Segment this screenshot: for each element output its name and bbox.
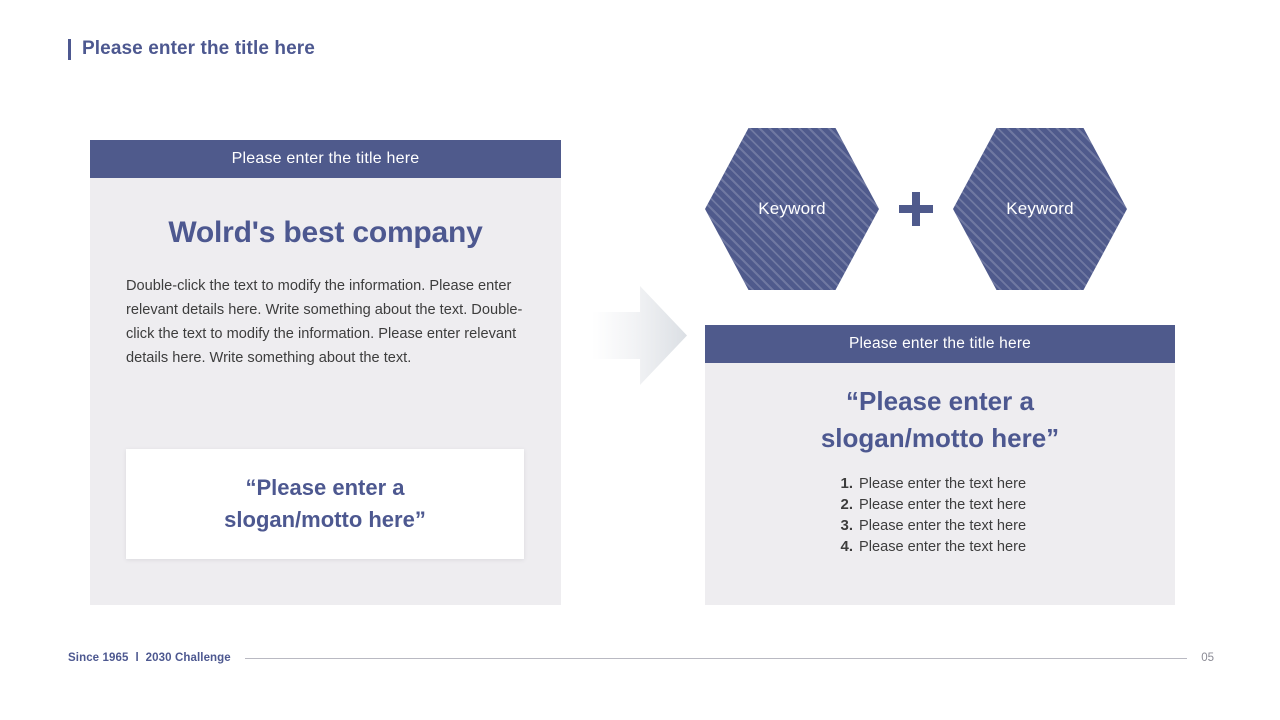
arrow-right-icon (592, 284, 688, 387)
left-panel-body-text: Double-click the text to modify the info… (126, 278, 523, 366)
list-item: 1. Please enter the text here (835, 475, 1045, 492)
plus-icon (879, 189, 953, 229)
list-item-number: 2. (840, 496, 853, 513)
list-item-number: 4. (840, 538, 853, 555)
list-item: 3. Please enter the text here (835, 517, 1045, 534)
footer-challenge-text: 2030 Challenge (145, 652, 231, 664)
page-number: 05 (1201, 652, 1214, 664)
hexagon-keyword-right[interactable]: Keyword (953, 128, 1127, 290)
keyword-hexagon-group: Keyword Keyword (705, 128, 1175, 290)
list-item-number: 3. (840, 517, 853, 534)
list-item-label: Please enter the text here (859, 539, 1027, 555)
list-item-label: Please enter the text here (859, 518, 1027, 534)
hexagon-left-label: Keyword (758, 199, 826, 218)
left-slogan-text: “Please enter a slogan/motto here” (224, 472, 426, 536)
right-content-panel: Please enter the title here “Please ente… (705, 325, 1175, 605)
right-slogan-line-2: slogan/motto here” (820, 423, 1060, 453)
right-panel-numbered-list: 1. Please enter the text here 2. Please … (705, 475, 1175, 559)
list-item: 2. Please enter the text here (835, 496, 1045, 513)
list-item-number: 1. (840, 475, 853, 492)
list-item-label: Please enter the text here (859, 497, 1027, 513)
left-panel-heading: Wolrd's best company (168, 216, 483, 249)
left-panel-header: Please enter the title here (90, 140, 561, 178)
footer-since-text: Since 1965 (68, 652, 129, 664)
right-panel-header: Please enter the title here (705, 325, 1175, 363)
page-title: Please enter the title here (68, 38, 315, 60)
footer-separator: l (135, 652, 139, 664)
left-slogan-line-1: “Please enter a (245, 475, 405, 500)
slide-footer: Since 1965 l 2030 Challenge 05 (68, 652, 1214, 664)
page-title-text: Please enter the title here (82, 38, 315, 59)
title-accent-bar (68, 38, 71, 60)
right-panel-header-text: Please enter the title here (848, 335, 1032, 352)
left-slogan-box: “Please enter a slogan/motto here” (126, 449, 524, 559)
footer-divider-rule (244, 657, 1188, 659)
left-slogan-line-2: slogan/motto here” (224, 507, 426, 532)
list-item-label: Please enter the text here (859, 476, 1027, 492)
right-slogan-text: “Please enter a slogan/motto here” (705, 383, 1175, 457)
list-item: 4. Please enter the text here (835, 538, 1045, 555)
hexagon-right-label: Keyword (1006, 199, 1074, 218)
left-content-panel: Please enter the title here Wolrd's best… (90, 140, 561, 605)
right-slogan-line-1: “Please enter a (846, 386, 1034, 416)
hexagon-keyword-left[interactable]: Keyword (705, 128, 879, 290)
left-panel-header-text: Please enter the title here (231, 150, 420, 167)
